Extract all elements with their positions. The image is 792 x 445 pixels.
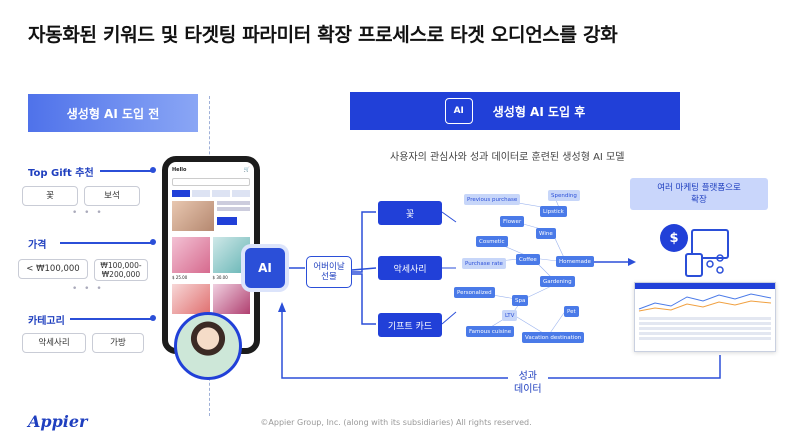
- option-pill[interactable]: < ₩100,000: [18, 259, 88, 279]
- option-pill[interactable]: ₩100,000- ₩200,000: [94, 259, 148, 281]
- keyword-node: Lipstick: [540, 206, 567, 217]
- keyword-node: LTV: [502, 310, 518, 321]
- gift-query-bubble: 어버이날 선물: [306, 256, 352, 288]
- keyword-node: Personalized: [454, 287, 495, 298]
- branch-line: [352, 273, 376, 325]
- section-connector: [70, 318, 152, 320]
- phone-search[interactable]: [172, 178, 250, 186]
- branch-line: [352, 211, 376, 273]
- ai-chip-icon: AI: [444, 98, 473, 124]
- section-connector: [100, 170, 152, 172]
- ai-chip-icon: AI: [245, 248, 285, 288]
- option-pill[interactable]: 보석: [84, 186, 140, 206]
- avatar: [174, 312, 242, 380]
- category-button-accessory[interactable]: 악세사리: [378, 256, 442, 280]
- feedback-loop-line: [281, 310, 721, 379]
- more-dots: • • •: [72, 208, 104, 218]
- keyword-node: Spending: [548, 190, 580, 201]
- keyword-node: Famous cuisine: [466, 326, 515, 337]
- after-banner: AI 생성형 AI 도입 후: [350, 92, 680, 130]
- phone-prices: $ 25.00 $ 30.00: [172, 275, 250, 280]
- section-dot: [150, 239, 156, 245]
- dollar-icon: $: [660, 224, 688, 252]
- feedback-arrowhead: [278, 302, 286, 312]
- keyword-node: Flower: [500, 216, 525, 227]
- keyword-node: Pet: [564, 306, 579, 317]
- section-dot: [150, 167, 156, 173]
- keyword-node: Cosmetic: [476, 236, 508, 247]
- section-label-top-gift: Top Gift 추천: [28, 168, 94, 179]
- option-pill[interactable]: 악세사리: [22, 333, 86, 353]
- phone-banner: [172, 201, 250, 231]
- phone-tabs: [172, 190, 250, 197]
- to-platform-arrowhead: [628, 258, 636, 266]
- phone-brand: Hello: [172, 167, 187, 173]
- cart-icon: 🛒: [243, 167, 250, 173]
- category-button-flower[interactable]: 꽃: [378, 201, 442, 225]
- branch-line: [441, 211, 457, 223]
- keyword-node: Spa: [512, 295, 529, 306]
- more-dots: • • •: [72, 284, 104, 294]
- section-label-category: 카테고리: [28, 316, 65, 327]
- section-dot: [150, 315, 156, 321]
- phone-products-2: [172, 284, 250, 314]
- keyword-node: Homemade: [556, 256, 594, 267]
- category-button-gift-card[interactable]: 기프트 카드: [378, 313, 442, 337]
- ai-model-subtitle: 사용자의 관심사와 성과 데이터로 훈련된 생성형 AI 모델: [390, 152, 625, 163]
- option-pill[interactable]: 가방: [92, 333, 144, 353]
- before-banner: 생성형 AI 도입 전: [28, 94, 198, 132]
- page-title: 자동화된 키워드 및 타겟팅 파라미터 확장 프로세스로 타겟 오디언스를 강화: [28, 24, 618, 46]
- keyword-node: Purchase rate: [462, 258, 506, 269]
- price-text: $ 30.00: [212, 275, 228, 280]
- copyright-footer: ©Appier Group, Inc. (along with its subs…: [260, 418, 532, 427]
- performance-data-label: 성과 데이터: [508, 370, 548, 396]
- devices-icon: [685, 229, 729, 277]
- dashboard-screenshot: [634, 282, 776, 352]
- keyword-node: Gardening: [540, 276, 575, 287]
- section-connector: [60, 242, 152, 244]
- after-banner-label: 생성형 AI 도입 후: [492, 104, 586, 119]
- phone-header: Hello 🛒: [168, 162, 254, 178]
- keyword-node: Vacation destination: [522, 332, 585, 343]
- keyword-node: Wine: [536, 228, 556, 239]
- section-label-price: 가격: [28, 240, 47, 251]
- keyword-node: Previous purchase: [464, 194, 521, 205]
- branch-line: [441, 311, 457, 325]
- keyword-node: Coffee: [516, 254, 540, 265]
- phone-products: [172, 237, 250, 273]
- marketing-platforms-label: 여러 마케팅 플랫폼으로 확장: [630, 178, 768, 210]
- branch-line: [351, 267, 377, 271]
- option-pill[interactable]: 꽃: [22, 186, 78, 206]
- appier-logo: Appier: [28, 412, 88, 431]
- price-text: $ 25.00: [172, 275, 188, 280]
